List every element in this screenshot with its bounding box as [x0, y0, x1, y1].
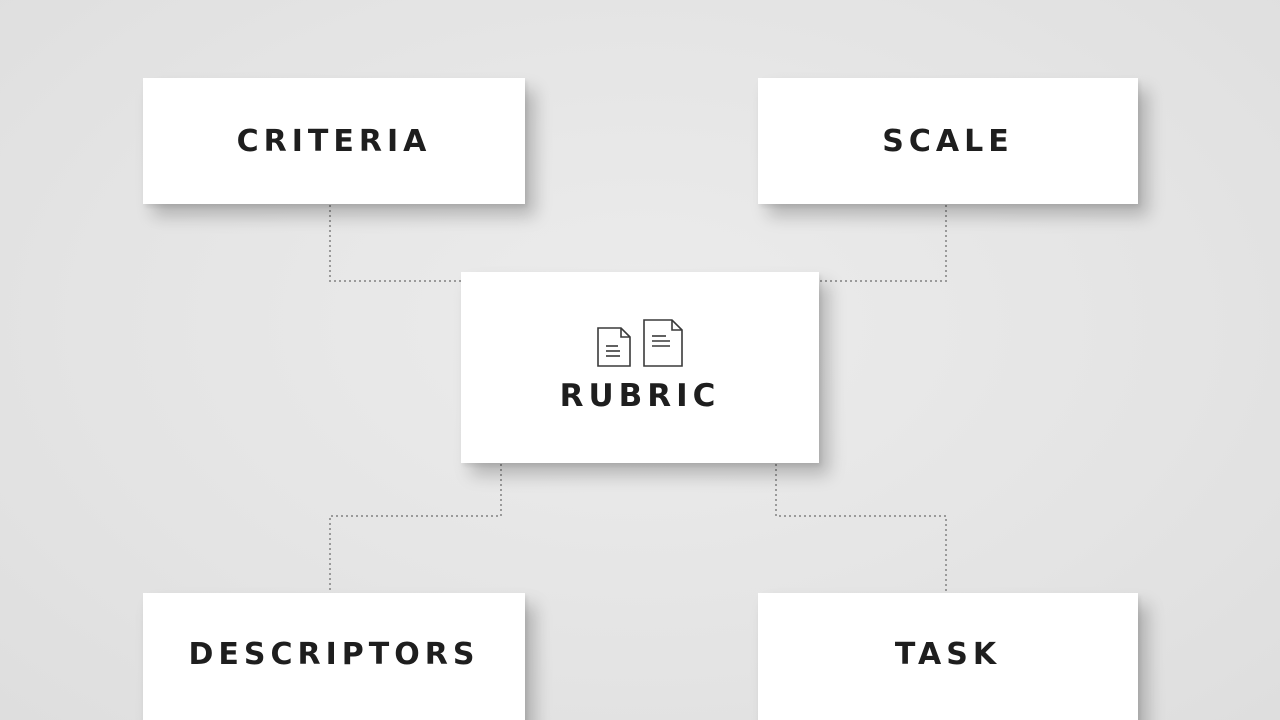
rubric-node: RUBRIC	[461, 272, 819, 463]
connector-criteria-rubric	[329, 205, 461, 282]
scale-node: SCALE	[758, 78, 1138, 204]
criteria-node: CRITERIA	[143, 78, 525, 204]
descriptors-node: DESCRIPTORS	[143, 593, 525, 720]
document-icon-small	[597, 327, 631, 367]
scale-label: SCALE	[882, 123, 1014, 159]
task-label: TASK	[894, 637, 1002, 672]
rubric-label: RUBRIC	[559, 378, 721, 414]
documents-icon	[596, 316, 684, 368]
document-icon-large	[643, 319, 683, 367]
task-node: TASK	[758, 593, 1138, 720]
connector-rubric-task	[775, 464, 947, 593]
connector-scale-rubric	[819, 205, 947, 282]
descriptors-label: DESCRIPTORS	[188, 637, 480, 672]
criteria-label: CRITERIA	[236, 123, 432, 159]
connector-rubric-descriptors	[329, 464, 502, 593]
